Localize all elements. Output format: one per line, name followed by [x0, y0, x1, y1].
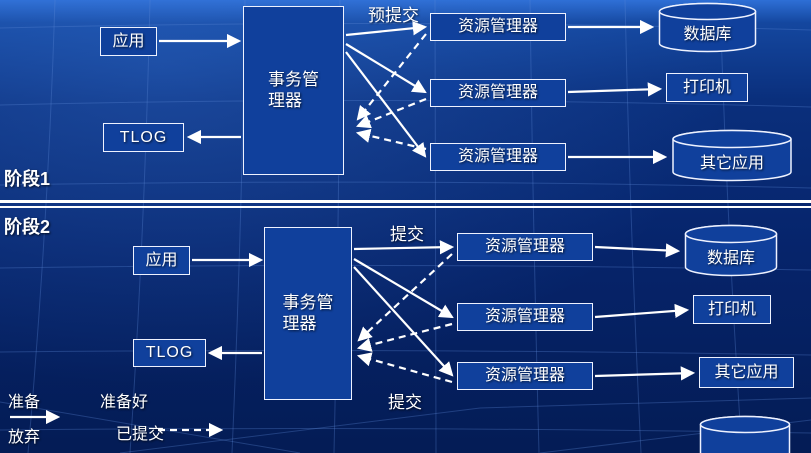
phase1-tlog-box: TLOG: [103, 123, 184, 152]
phase-divider-line-bottom: [0, 206, 811, 208]
phase1-resource-manager-label-3: 资源管理器: [457, 148, 538, 166]
phase1-other-app-cylinder: 其它应用: [671, 129, 793, 183]
phase1-printer-label: 打印机: [682, 78, 731, 96]
phase2-resource-manager-label-1: 资源管理器: [484, 238, 565, 256]
phase2-resource-manager-label-3: 资源管理器: [484, 367, 565, 385]
phase2-title: 阶段2: [4, 217, 51, 237]
phase1-transaction-manager-box: 事务管 理器: [243, 6, 344, 175]
phase2-database-label: 数据库: [706, 249, 755, 267]
phase2-resource-manager-box-2: 资源管理器: [457, 303, 593, 331]
phase1-app-label: 应用: [112, 32, 145, 50]
phase2-commit-arrow-label-top: 提交: [390, 225, 424, 244]
legend-abort-label: 放弃: [8, 429, 41, 446]
phase2-resource-manager-box-1: 资源管理器: [457, 233, 593, 261]
phase2-printer-box: 打印机: [693, 295, 771, 324]
phase2-app-label: 应用: [145, 251, 178, 269]
phase2-printer-label: 打印机: [707, 300, 756, 318]
phase2-app-box: 应用: [133, 246, 190, 275]
phase2-tlog-label: TLOG: [145, 344, 194, 362]
phase2-resource-manager-box-3: 资源管理器: [457, 362, 593, 390]
phase2-database-cylinder: 数据库: [684, 224, 778, 278]
phase1-resource-manager-box-3: 资源管理器: [430, 143, 566, 171]
phase-divider-line-top: [0, 200, 811, 203]
phase1-resource-manager-label-2: 资源管理器: [457, 84, 538, 102]
phase2-partial-cylinder: [699, 415, 791, 453]
phase2-other-app-box: 其它应用: [699, 357, 794, 388]
phase2-commit-arrow-label-bottom: 提交: [388, 393, 422, 412]
phase1-other-app-label: 其它应用: [699, 154, 764, 172]
legend-ready-label: 准备好: [100, 394, 149, 411]
phase1-resource-manager-box-2: 资源管理器: [430, 79, 566, 107]
phase1-precommit-arrow-label: 预提交: [368, 6, 419, 25]
phase1-database-label: 数据库: [683, 26, 732, 43]
legend-committed-label: 已提交: [116, 426, 165, 443]
phase1-database-cylinder: 数据库: [658, 2, 757, 53]
phase1-app-box: 应用: [100, 27, 157, 56]
phase2-tlog-box: TLOG: [133, 339, 206, 367]
phase1-title: 阶段1: [4, 169, 51, 189]
phase1-transaction-manager-label: 事务管 理器: [268, 70, 319, 110]
legend-prepare-label: 准备: [8, 394, 41, 411]
phase1-printer-box: 打印机: [666, 73, 748, 102]
phase2-transaction-manager-label: 事务管 理器: [282, 293, 334, 333]
phase1-tlog-label: TLOG: [119, 128, 168, 146]
phase2-transaction-manager-box: 事务管 理器: [264, 227, 352, 400]
phase1-resource-manager-box-1: 资源管理器: [430, 13, 566, 41]
phase1-resource-manager-label-1: 资源管理器: [457, 18, 538, 36]
phase2-other-app-label: 其它应用: [714, 363, 779, 381]
phase2-resource-manager-label-2: 资源管理器: [484, 308, 565, 326]
